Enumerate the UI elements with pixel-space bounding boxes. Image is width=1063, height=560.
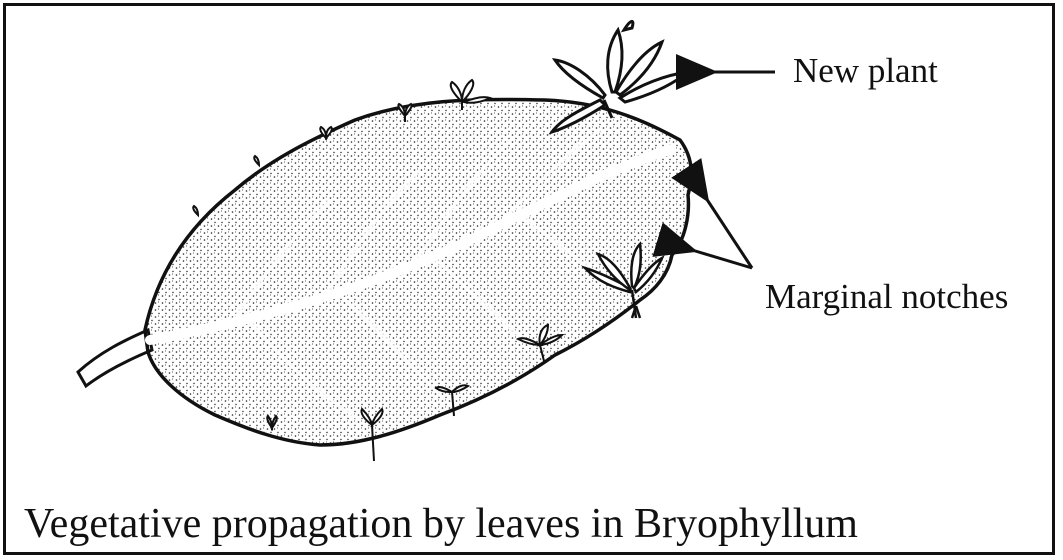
label-marginal-notches: Marginal notches: [765, 279, 1008, 314]
label-new-plant: New plant: [793, 53, 938, 88]
diagram-caption: Vegetative propagation by leaves in Bryo…: [24, 503, 858, 545]
leaf-petiole: [78, 330, 152, 386]
